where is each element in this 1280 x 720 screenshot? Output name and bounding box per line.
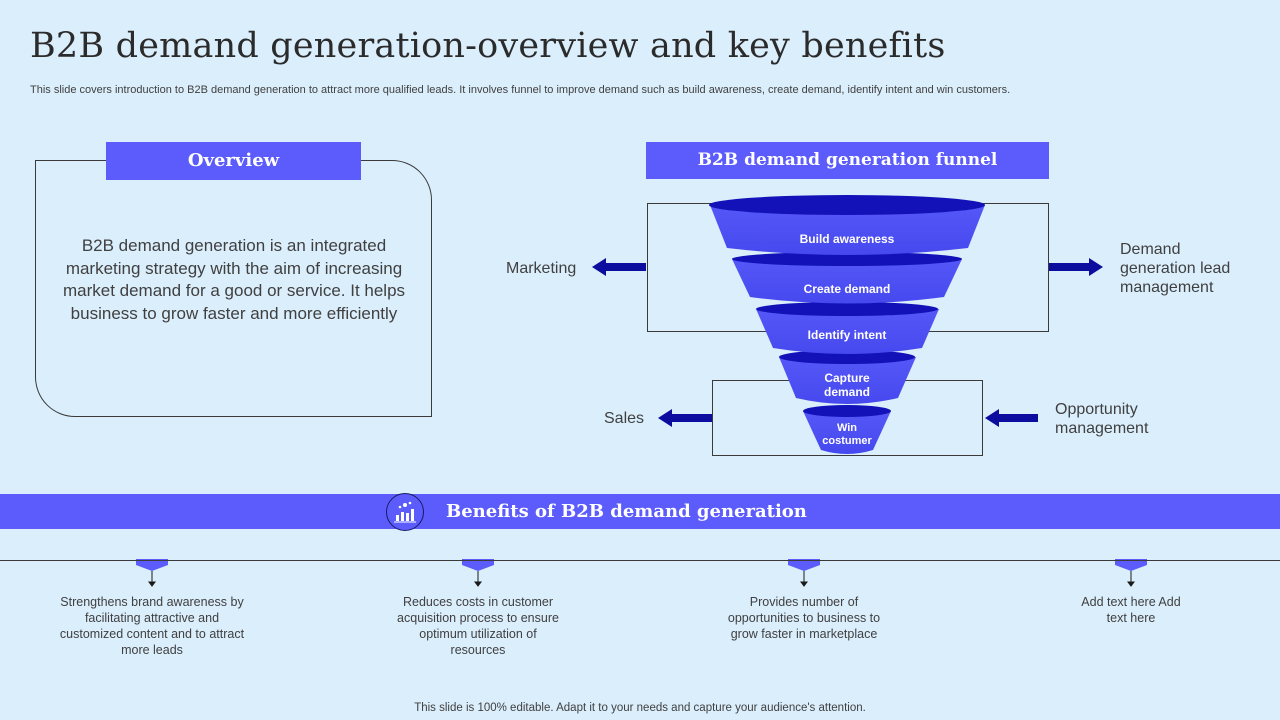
funnel-header: B2B demand generation funnel — [646, 142, 1049, 179]
stage-label-win-costumer: Win costumer — [822, 422, 872, 447]
overview-header: Overview — [106, 142, 361, 180]
label-lead-management: Demand generation lead management — [1120, 241, 1231, 296]
stage-label-identify-intent: Identify intent — [807, 328, 887, 342]
funnel-stage-1 — [709, 195, 985, 255]
benefit-item-4: Add text here Add text here — [1081, 595, 1181, 625]
stage-label-create-demand: Create demand — [803, 282, 891, 296]
chart-growth-icon — [386, 493, 424, 531]
funnel-stage-3 — [756, 302, 939, 354]
benefit-item-2: Reduces costs in customer acquisition pr… — [397, 595, 559, 657]
slide-footer: This slide is 100% editable. Adapt it to… — [414, 702, 866, 714]
arrow-left-marketing-icon — [592, 258, 646, 276]
benefit-item-3: Provides number of opportunities to busi… — [727, 595, 881, 641]
stage-label-capture-demand: Capture demand — [823, 371, 870, 399]
benefit-item-1: Strengthens brand awareness by facilitat… — [59, 595, 245, 657]
label-opportunity-management: Opportunity management — [1055, 401, 1149, 437]
arrow-left-sales-icon — [658, 409, 712, 427]
funnel-stage-2 — [732, 252, 962, 304]
timeline-line — [0, 560, 1280, 561]
overview-text: B2B demand generation is an integrated m… — [62, 236, 406, 323]
slide-title: B2B demand generation-overview and key b… — [30, 26, 946, 66]
benefits-band — [0, 494, 1280, 529]
benefits-title: Benefits of B2B demand generation — [446, 501, 807, 522]
timeline-markers — [136, 559, 1147, 571]
funnel-stage-5 — [803, 405, 891, 454]
label-marketing: Marketing — [506, 260, 577, 277]
label-sales: Sales — [604, 410, 645, 427]
arrow-right-lead-icon — [1049, 258, 1103, 276]
slide-subtitle: This slide covers introduction to B2B de… — [30, 84, 1011, 96]
arrow-left-opportunity-icon — [985, 409, 1038, 427]
funnel-stage-4 — [779, 350, 916, 404]
stage-label-build-awareness: Build awareness — [799, 232, 895, 246]
